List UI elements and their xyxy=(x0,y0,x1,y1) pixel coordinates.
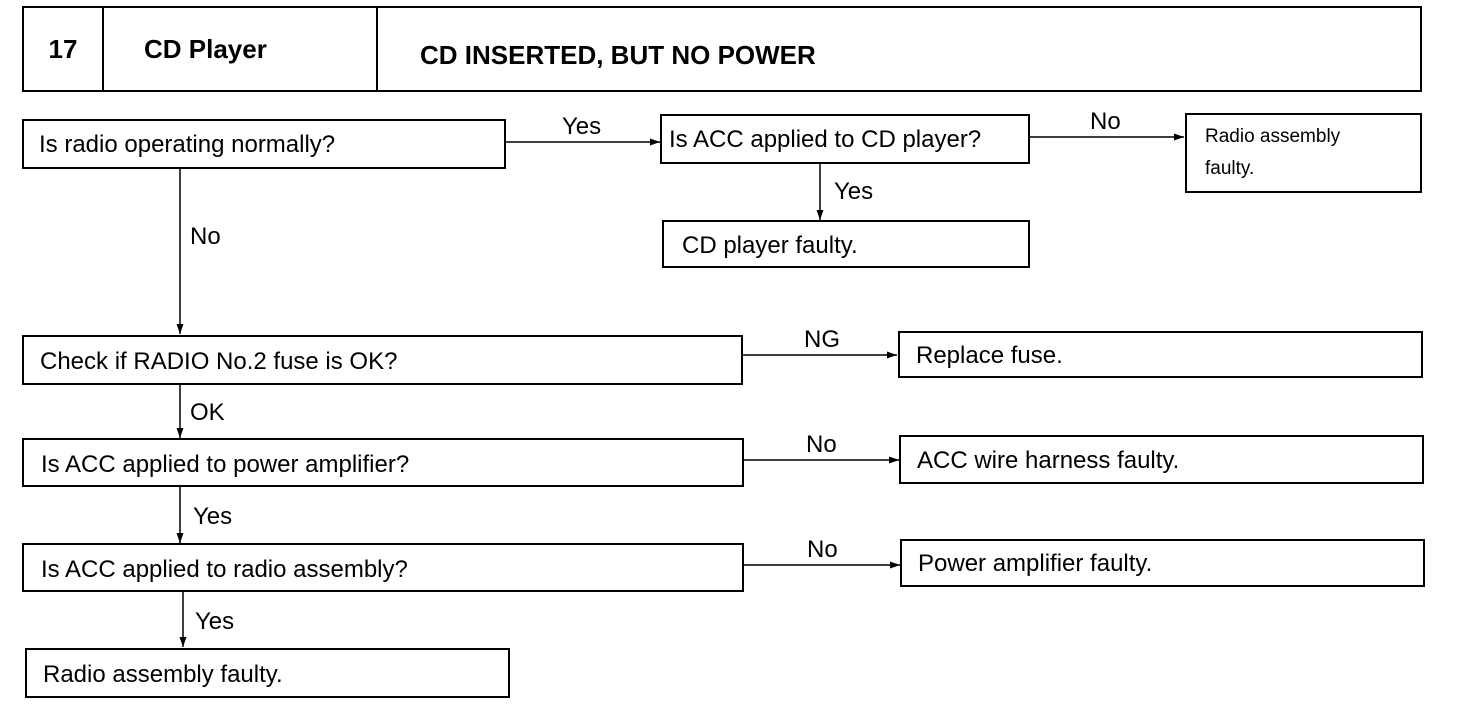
edge-label-amp-no: No xyxy=(806,431,837,458)
node-acc-cd: Is ACC applied to CD player? xyxy=(660,114,1030,164)
node-text: Is ACC applied to power amplifier? xyxy=(41,451,410,478)
node-amp-faulty: Power amplifier faulty. xyxy=(900,539,1425,587)
node-radio-normal: Is radio operating normally? xyxy=(22,119,506,169)
edge-label-acc-cd-no: No xyxy=(1090,108,1121,135)
edge-label-fuse-ng: NG xyxy=(804,326,840,353)
node-text: Is ACC applied to radio assembly? xyxy=(41,556,408,583)
section-name: CD Player xyxy=(144,33,267,64)
node-text: ACC wire harness faulty. xyxy=(917,447,1180,474)
edge-label-radio-acc-yes: Yes xyxy=(195,608,235,635)
node-text: Check if RADIO No.2 fuse is OK? xyxy=(40,348,398,375)
node-text: Radio assembly faulty. xyxy=(43,661,283,688)
header-divider xyxy=(376,8,378,90)
node-acc-amp: Is ACC applied to power amplifier? xyxy=(22,438,744,487)
edge-label-amp-yes: Yes xyxy=(193,503,233,530)
header-bar: 17 CD Player CD INSERTED, BUT NO POWER xyxy=(22,6,1422,92)
edge-label-acc-cd-yes: Yes xyxy=(834,178,874,205)
header-divider xyxy=(102,8,104,90)
node-text: Power amplifier faulty. xyxy=(918,550,1153,577)
node-acc-harness: ACC wire harness faulty. xyxy=(899,435,1424,484)
node-radio-faulty-bottom: Radio assembly faulty. xyxy=(25,648,510,698)
edge-label-fuse-ok: OK xyxy=(190,399,225,426)
node-cd-faulty: CD player faulty. xyxy=(662,220,1030,268)
node-radio-faulty-top: Radio assembly faulty. xyxy=(1185,113,1422,193)
node-replace-fuse: Replace fuse. xyxy=(898,331,1423,378)
section-number-cell: 17 xyxy=(24,8,102,90)
node-fuse: Check if RADIO No.2 fuse is OK? xyxy=(22,335,743,385)
node-text: CD player faulty. xyxy=(682,232,858,259)
edge-label-radio-acc-no: No xyxy=(807,536,838,563)
node-text: Is ACC applied to CD player? xyxy=(669,126,982,153)
edge-label-radio-no: No xyxy=(190,223,221,250)
node-text: Is radio operating normally? xyxy=(39,131,336,158)
node-acc-radio: Is ACC applied to radio assembly? xyxy=(22,543,744,592)
section-title-cell: CD INSERTED, BUT NO POWER xyxy=(378,8,1420,90)
edge-label-radio-yes: Yes xyxy=(562,113,602,140)
node-text: Replace fuse. xyxy=(916,342,1063,369)
section-number: 17 xyxy=(48,33,78,64)
section-title: CD INSERTED, BUT NO POWER xyxy=(420,40,816,70)
node-text: Radio assembly faulty. xyxy=(1205,126,1341,179)
section-name-cell: CD Player xyxy=(104,8,376,90)
